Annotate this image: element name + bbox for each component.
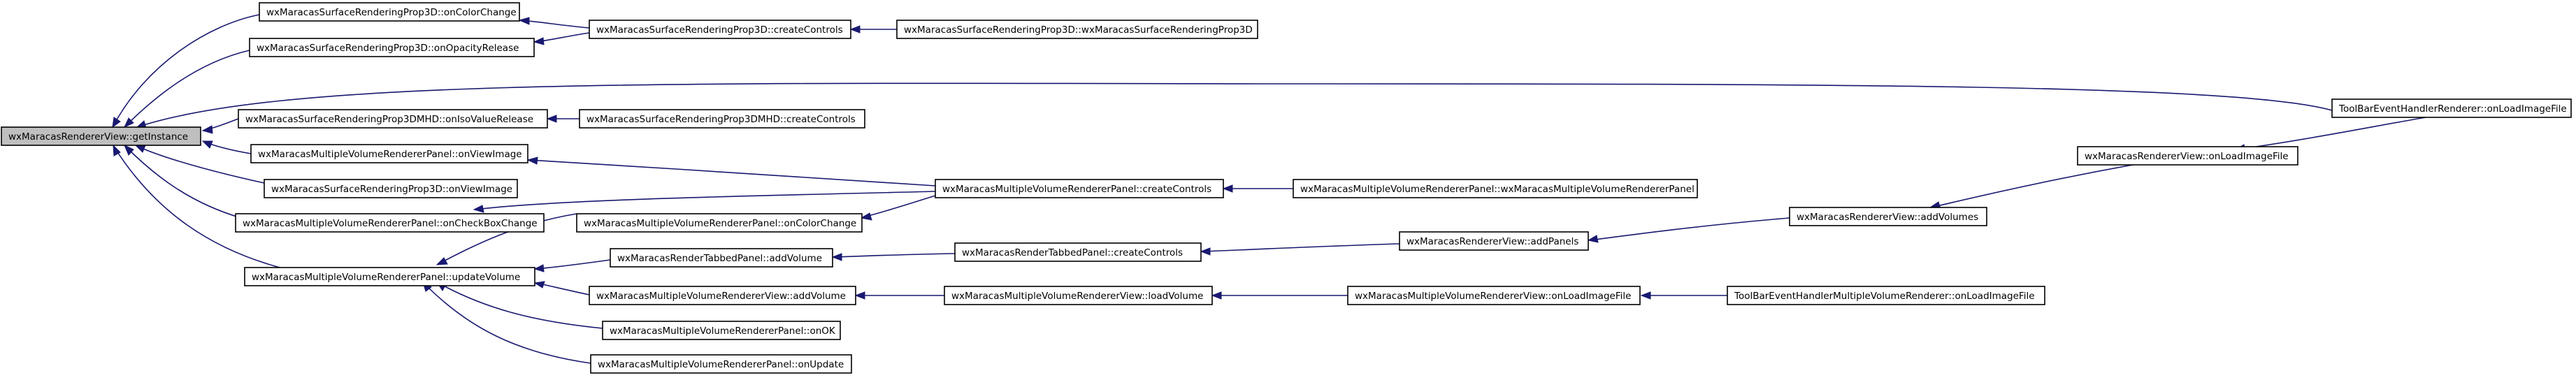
node-mhd-oniso[interactable]: wxMaracasSurfaceRenderingProp3DMHD::onIs… [238, 109, 548, 129]
edge-arrow [1200, 247, 1211, 256]
edge-arrow [533, 281, 545, 288]
edge-mvadd-to-update [535, 282, 590, 295]
edge-arrow [123, 117, 134, 129]
node-rview-addvolumes[interactable]: wxMaracasRendererView::addVolumes [1789, 207, 1987, 226]
edge-arrow [546, 115, 557, 123]
edge-arrow [854, 291, 865, 300]
edge-mvcreate-to-onviewmv [528, 159, 936, 187]
node-s3d-onview[interactable]: wxMaracasSurfaceRenderingProp3D::onViewI… [264, 179, 518, 198]
node-label: wxMaracasMultipleVolumeRendererPanel::on… [258, 149, 522, 160]
edge-addpanels-to-tabcreate [1202, 243, 1400, 252]
node-rview-addpanels[interactable]: wxMaracasRendererView::addPanels [1399, 231, 1589, 251]
node-tabbed-createcontrols[interactable]: wxMaracasRenderTabbedPanel::createContro… [954, 242, 1202, 262]
node-label: wxMaracasSurfaceRenderingProp3DMHD::onIs… [245, 114, 533, 125]
node-mvpanel-createcontrols[interactable]: wxMaracasMultipleVolumeRendererPanel::cr… [935, 179, 1224, 198]
edge-arrow [533, 264, 545, 272]
node-tb-renderer-onload[interactable]: ToolBarEventHandlerRenderer::onLoadImage… [2331, 98, 2572, 118]
node-label: wxMaracasSurfaceRenderingProp3D::onColor… [266, 7, 517, 18]
node-label: wxMaracasMultipleVolumeRendererView::onL… [1355, 291, 1631, 302]
edge-onupdate-to-update [423, 282, 591, 364]
node-label: ToolBarEventHandlerRenderer::onLoadImage… [2338, 103, 2567, 115]
edge-tabadd-to-update [535, 259, 611, 270]
node-label: wxMaracasMultipleVolumeRendererPanel::up… [252, 272, 520, 283]
edge-arrow [1211, 291, 1222, 300]
node-mvpanel-constructor[interactable]: wxMaracasMultipleVolumeRendererPanel::wx… [1293, 179, 1698, 198]
edge-arrow [849, 25, 861, 34]
edge-arrow [113, 144, 121, 156]
node-label: wxMaracasSurfaceRenderingProp3D::onOpaci… [257, 43, 519, 54]
edge-arrow [124, 145, 134, 156]
node-mvpanel-oncolor[interactable]: wxMaracasMultipleVolumeRendererPanel::on… [576, 213, 863, 233]
edge-arrow [436, 257, 448, 265]
edge-mvcreate-to-oncheck [475, 191, 936, 210]
edge-arrow [473, 205, 484, 213]
edge-arrow [860, 212, 872, 221]
node-label: wxMaracasMultipleVolumeRendererView::add… [596, 291, 846, 302]
edge-onok-to-update [438, 282, 603, 329]
node-mvpanel-onupdate[interactable]: wxMaracasMultipleVolumeRendererPanel::on… [590, 354, 852, 374]
edge-mvcreate-to-oncolor [862, 195, 936, 218]
edge-s3dcreate-to-oncolor [520, 20, 590, 29]
edge-oncolormv-to-update [438, 213, 577, 265]
edge-rviewload-to-addvolumes [1931, 163, 2141, 208]
edge-oncolor-to-root [112, 14, 260, 128]
node-rview-onload[interactable]: wxMaracasRendererView::onLoadImageFile [2077, 146, 2298, 166]
node-label: wxMaracasMultipleVolumeRendererPanel::on… [610, 326, 836, 337]
edge-oncheck-to-root [125, 146, 242, 219]
node-mhd-createcontrols[interactable]: wxMaracasSurfaceRenderingProp3DMHD::crea… [579, 109, 865, 129]
edge-arrow [526, 156, 538, 165]
node-mvview-onload[interactable]: wxMaracasMultipleVolumeRendererView::onL… [1347, 286, 1641, 305]
node-label: wxMaracasMultipleVolumeRendererPanel::wx… [1300, 184, 1694, 195]
node-label: ToolBarEventHandlerMultipleVolumeRendere… [1734, 291, 2035, 302]
edge-arrow [1587, 235, 1599, 243]
edge-arrow [201, 140, 213, 149]
node-mvpanel-update[interactable]: wxMaracasMultipleVolumeRendererPanel::up… [244, 267, 535, 286]
edge-tbrenderer-to-rviewload [2236, 117, 2426, 150]
node-label: wxMaracasRendererView::onLoadImageFile [2085, 151, 2289, 162]
node-label: wxMaracasRendererView::getInstance [8, 131, 188, 142]
edge-s3donview-to-root [136, 145, 265, 184]
node-root[interactable]: wxMaracasRendererView::getInstance [1, 126, 201, 146]
edge-update-to-root [113, 146, 294, 272]
node-label: wxMaracasRendererView::addPanels [1406, 236, 1578, 247]
node-s3d-onopacity[interactable]: wxMaracasSurfaceRenderingProp3D::onOpaci… [249, 38, 535, 57]
node-label: wxMaracasMultipleVolumeRendererPanel::cr… [942, 184, 1211, 195]
node-s3d-oncolor[interactable]: wxMaracasSurfaceRenderingProp3D::onColor… [259, 2, 520, 22]
edge-tbrenderer-to-root [136, 82, 2333, 128]
edge-arrow [533, 37, 545, 45]
node-label: wxMaracasMultipleVolumeRendererPanel::on… [584, 218, 856, 229]
node-mvpanel-oncheck[interactable]: wxMaracasMultipleVolumeRendererPanel::on… [235, 213, 545, 233]
edge-arrow [1222, 184, 1233, 193]
edge-arrow [1640, 291, 1651, 300]
node-s3d-createcontrols[interactable]: wxMaracasSurfaceRenderingProp3D::createC… [589, 20, 851, 39]
edge-arrow [112, 117, 121, 129]
edge-arrow [201, 125, 213, 134]
node-mvpanel-onview[interactable]: wxMaracasMultipleVolumeRendererPanel::on… [250, 144, 528, 163]
edge-addvolumes-to-addpanels [1589, 217, 1790, 241]
node-mvpanel-onok[interactable]: wxMaracasMultipleVolumeRendererPanel::on… [602, 321, 841, 340]
node-tb-mv-onload[interactable]: ToolBarEventHandlerMultipleVolumeRendere… [1727, 286, 2045, 305]
node-label: wxMaracasRenderTabbedPanel::addVolume [617, 253, 822, 264]
node-label: wxMaracasMultipleVolumeRendererView::loa… [951, 291, 1203, 302]
node-mvview-loadvolume[interactable]: wxMaracasMultipleVolumeRendererView::loa… [944, 286, 1213, 305]
edge-onopacity-to-root [124, 50, 250, 128]
edge-arrow [518, 17, 530, 25]
edge-arrow [831, 253, 842, 261]
node-tabbed-addvolume[interactable]: wxMaracasRenderTabbedPanel::addVolume [610, 248, 833, 268]
node-label: wxMaracasMultipleVolumeRendererPanel::on… [243, 218, 538, 229]
edge-tabcreate-to-tabadd [833, 253, 956, 258]
node-label: wxMaracasMultipleVolumeRendererPanel::on… [598, 359, 844, 370]
node-s3d-constructor[interactable]: wxMaracasSurfaceRenderingProp3D::wxMarac… [896, 20, 1258, 39]
node-label: wxMaracasSurfaceRenderingProp3DMHD::crea… [587, 114, 856, 125]
node-label: wxMaracasRendererView::addVolumes [1797, 212, 1978, 223]
edge-arrow [134, 145, 146, 153]
node-label: wxMaracasSurfaceRenderingProp3D::createC… [596, 24, 843, 36]
node-label: wxMaracasSurfaceRenderingProp3D::wxMarac… [904, 24, 1253, 36]
node-label: wxMaracasSurfaceRenderingProp3D::onViewI… [271, 184, 512, 195]
node-mvview-addvolume[interactable]: wxMaracasMultipleVolumeRendererView::add… [589, 286, 856, 305]
node-label: wxMaracasRenderTabbedPanel::createContro… [962, 247, 1183, 258]
